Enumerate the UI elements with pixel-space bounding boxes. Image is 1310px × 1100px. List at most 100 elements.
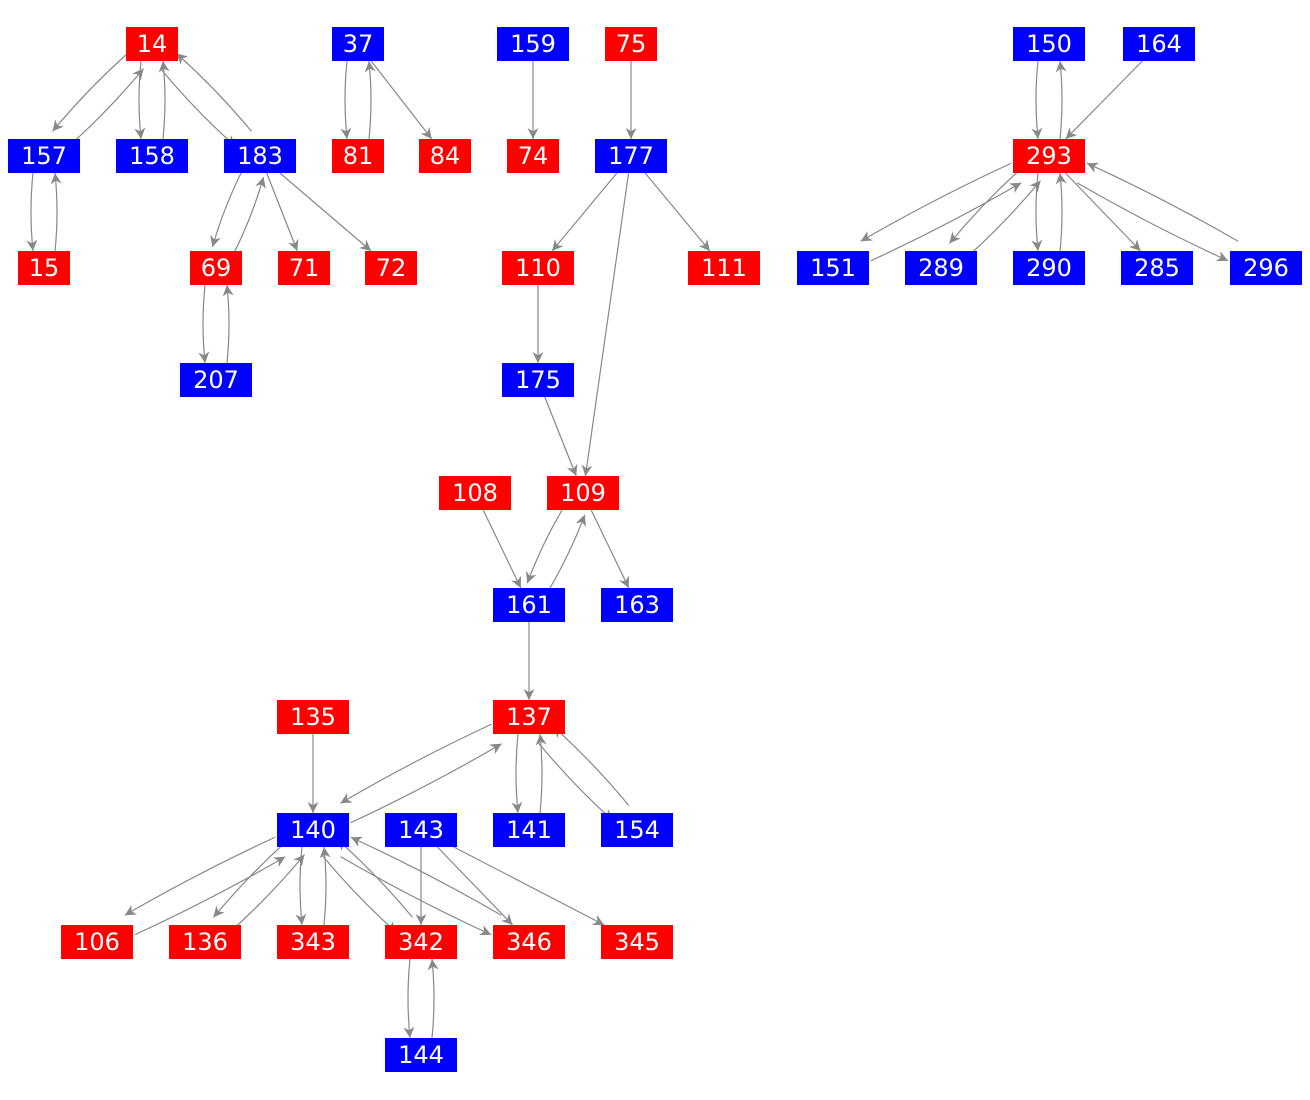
- graph-node-293[interactable]: 293: [1013, 139, 1085, 173]
- graph-node-37[interactable]: 37: [332, 27, 384, 61]
- edge-141-to-137: [535, 733, 547, 814]
- graph-node-84[interactable]: 84: [419, 139, 471, 173]
- graph-node-290[interactable]: 290: [1013, 251, 1085, 285]
- edge-293-to-290: [1031, 172, 1043, 252]
- edge-164-to-293: [1065, 60, 1143, 140]
- graph-node-163[interactable]: 163: [601, 588, 673, 622]
- edge-140-to-137: [350, 743, 502, 824]
- graph-node-161[interactable]: 161: [493, 588, 565, 622]
- edge-157-to-15: [26, 172, 38, 252]
- edge-14-to-183: [160, 68, 237, 148]
- graph-node-296[interactable]: 296: [1230, 251, 1302, 285]
- edge-177-to-110: [551, 172, 618, 252]
- edge-150-to-293: [1031, 60, 1043, 140]
- edge-290-to-293: [1055, 172, 1067, 252]
- edge-137-to-141: [511, 733, 523, 814]
- graph-node-158[interactable]: 158: [116, 139, 188, 173]
- graph-node-111[interactable]: 111: [688, 251, 760, 285]
- graph-node-150[interactable]: 150: [1013, 27, 1085, 61]
- edge-175-to-109: [544, 396, 578, 477]
- edge-14-to-157: [52, 52, 129, 132]
- edge-140-to-106: [124, 836, 276, 916]
- edge-151-to-293: [870, 182, 1022, 262]
- edge-136-to-140: [228, 854, 305, 934]
- edge-289-to-293: [964, 180, 1041, 260]
- graph-node-159[interactable]: 159: [497, 27, 569, 61]
- edge-69-to-183: [232, 176, 266, 256]
- edge-183-to-72: [279, 172, 372, 252]
- graph-node-72[interactable]: 72: [365, 251, 417, 285]
- edge-14-to-158: [134, 60, 146, 140]
- graph-node-154[interactable]: 154: [601, 813, 673, 847]
- graph-node-143[interactable]: 143: [385, 813, 457, 847]
- graph-node-109[interactable]: 109: [547, 476, 619, 510]
- edge-342-to-140: [336, 838, 413, 918]
- edge-37-to-81: [340, 60, 352, 140]
- edge-183-to-14: [175, 52, 252, 132]
- edge-154-to-137: [552, 725, 630, 806]
- graph-node-71[interactable]: 71: [278, 251, 330, 285]
- edge-293-to-150: [1055, 60, 1067, 140]
- edge-140-to-342: [321, 854, 398, 934]
- graph-node-164[interactable]: 164: [1123, 27, 1195, 61]
- edge-140-to-346: [340, 856, 492, 936]
- edge-293-to-296: [1076, 182, 1229, 262]
- edge-293-to-289: [949, 164, 1026, 244]
- graph-node-343[interactable]: 343: [277, 925, 349, 959]
- edge-183-to-69: [210, 168, 244, 248]
- edge-293-to-151: [860, 162, 1012, 242]
- graph-node-175[interactable]: 175: [502, 363, 574, 397]
- graph-node-289[interactable]: 289: [905, 251, 977, 285]
- edge-137-to-154: [536, 741, 614, 822]
- graph-node-69[interactable]: 69: [190, 251, 242, 285]
- graph-node-137[interactable]: 137: [493, 700, 565, 734]
- edge-293-to-285: [1064, 172, 1142, 252]
- graph-node-285[interactable]: 285: [1121, 251, 1193, 285]
- graph-node-135[interactable]: 135: [277, 700, 349, 734]
- edge-37-to-84: [370, 60, 433, 140]
- edge-207-to-69: [222, 284, 234, 364]
- graph-node-14[interactable]: 14: [126, 27, 178, 61]
- edge-183-to-71: [266, 172, 299, 252]
- edge-296-to-293: [1086, 162, 1239, 242]
- graph-node-144[interactable]: 144: [385, 1038, 457, 1072]
- graph-node-106[interactable]: 106: [61, 925, 133, 959]
- edge-143-to-346: [436, 846, 514, 926]
- edge-69-to-207: [198, 284, 210, 364]
- graph-node-207[interactable]: 207: [180, 363, 252, 397]
- edge-137-to-140: [340, 723, 492, 804]
- graph-node-151[interactable]: 151: [797, 251, 869, 285]
- graph-node-345[interactable]: 345: [601, 925, 673, 959]
- graph-node-177[interactable]: 177: [595, 139, 667, 173]
- edge-342-to-144: [403, 958, 415, 1039]
- edge-158-to-14: [158, 60, 170, 140]
- graph-node-110[interactable]: 110: [502, 251, 574, 285]
- edge-161-to-109: [546, 514, 587, 594]
- edge-144-to-342: [427, 958, 439, 1039]
- edge-109-to-163: [590, 509, 630, 589]
- graph-node-75[interactable]: 75: [605, 27, 657, 61]
- edge-109-to-161: [525, 504, 566, 584]
- edge-177-to-109: [581, 172, 630, 477]
- edge-177-to-111: [644, 172, 711, 252]
- graph-node-342[interactable]: 342: [385, 925, 457, 959]
- graph-node-81[interactable]: 81: [332, 139, 384, 173]
- edge-143-to-345: [453, 846, 605, 926]
- graph-node-346[interactable]: 346: [493, 925, 565, 959]
- graph-node-108[interactable]: 108: [439, 476, 511, 510]
- graph-node-140[interactable]: 140: [277, 813, 349, 847]
- graph-node-157[interactable]: 157: [8, 139, 80, 173]
- edge-81-to-37: [364, 60, 376, 140]
- edge-108-to-161: [482, 509, 522, 589]
- graph-node-183[interactable]: 183: [224, 139, 296, 173]
- edge-346-to-140: [350, 836, 502, 916]
- edge-15-to-157: [50, 172, 62, 252]
- graph-node-74[interactable]: 74: [507, 139, 559, 173]
- graph-node-141[interactable]: 141: [493, 813, 565, 847]
- edge-343-to-140: [319, 846, 331, 926]
- graph-node-15[interactable]: 15: [18, 251, 70, 285]
- graph-node-136[interactable]: 136: [169, 925, 241, 959]
- edge-140-to-343: [295, 846, 307, 926]
